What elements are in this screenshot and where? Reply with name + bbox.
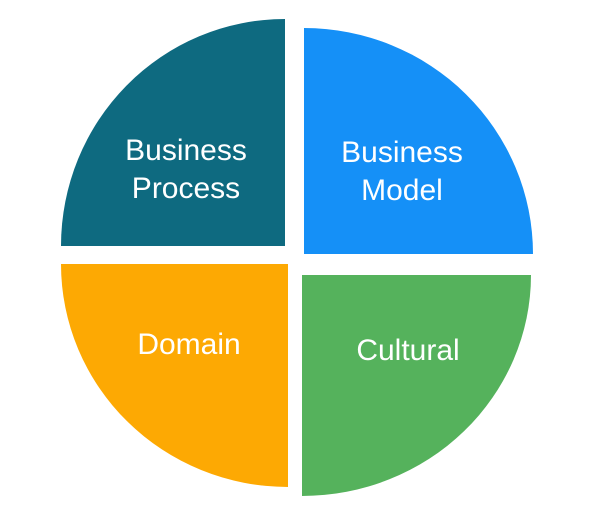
segment-label-business-model: Business Model [341,134,463,210]
segment-business-process: Business Process [61,19,285,246]
label-line: Cultural [356,334,460,367]
label-line: Domain [137,328,241,361]
segment-cultural: Cultural [302,275,531,496]
segment-label-domain: Domain [137,326,240,364]
segment-business-model: Business Model [304,28,533,254]
label-line: Model [361,174,443,207]
segment-label-cultural: Cultural [356,332,459,370]
label-line: Business [125,134,247,167]
segment-domain: Domain [61,264,288,487]
segment-label-business-process: Business Process [125,132,247,208]
label-line: Process [131,172,241,205]
label-line: Business [341,136,463,169]
